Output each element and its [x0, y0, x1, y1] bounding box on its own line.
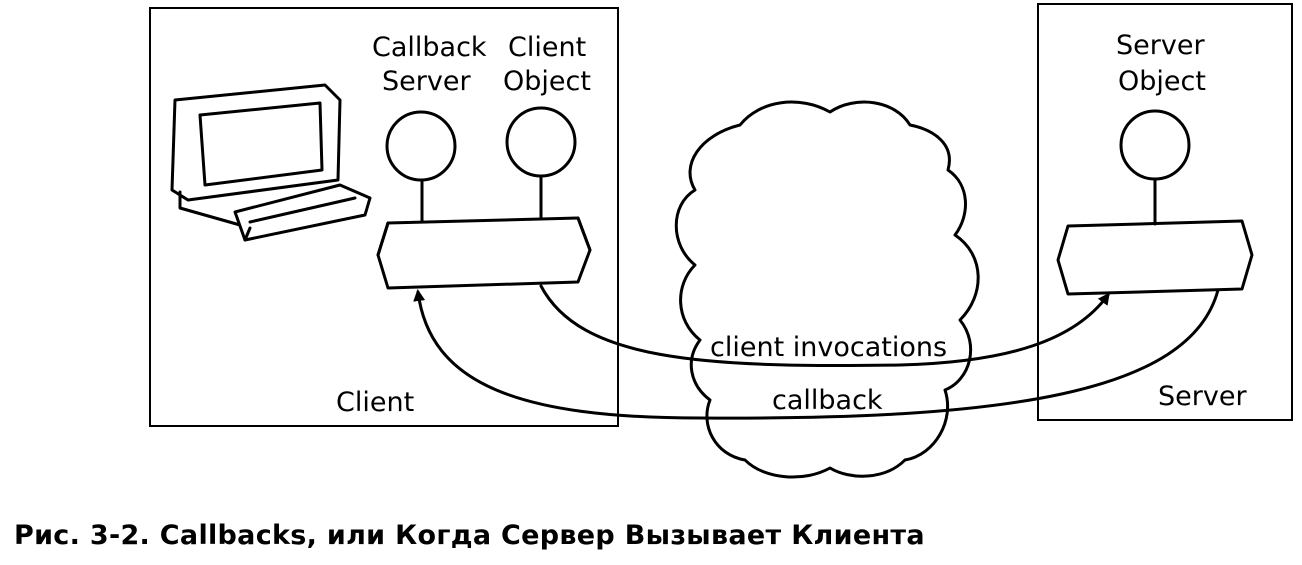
server-orb-bar: [1056, 219, 1254, 296]
edge-label-client-invocations: client invocations: [710, 332, 947, 363]
callback-server-label-2: Server: [382, 66, 471, 97]
client-object-node: [505, 106, 577, 178]
client-container: [149, 7, 619, 427]
server-object-node: [1119, 109, 1191, 181]
computer-icon: [170, 83, 372, 242]
callback-server-node: [385, 110, 457, 182]
server-container-label: Server: [1158, 381, 1247, 412]
server-object-label-1: Server: [1116, 30, 1205, 61]
client-object-label-1: Client: [508, 32, 586, 63]
server-object-label-2: Object: [1118, 66, 1206, 97]
callback-server-label-1: Callback: [372, 32, 487, 63]
network-cloud-icon: [674, 100, 980, 479]
client-invocations-arrow: [539, 284, 1110, 368]
client-object-label-2: Object: [503, 66, 591, 97]
client-orb-bar: [376, 216, 592, 290]
callback-arrow: [413, 288, 1220, 420]
edge-label-callback: callback: [772, 385, 883, 416]
client-container-label: Client: [336, 387, 414, 418]
server-container: [1037, 3, 1293, 421]
figure-caption: Рис. 3-2. Callbacks, или Когда Сервер Вы…: [14, 520, 925, 551]
